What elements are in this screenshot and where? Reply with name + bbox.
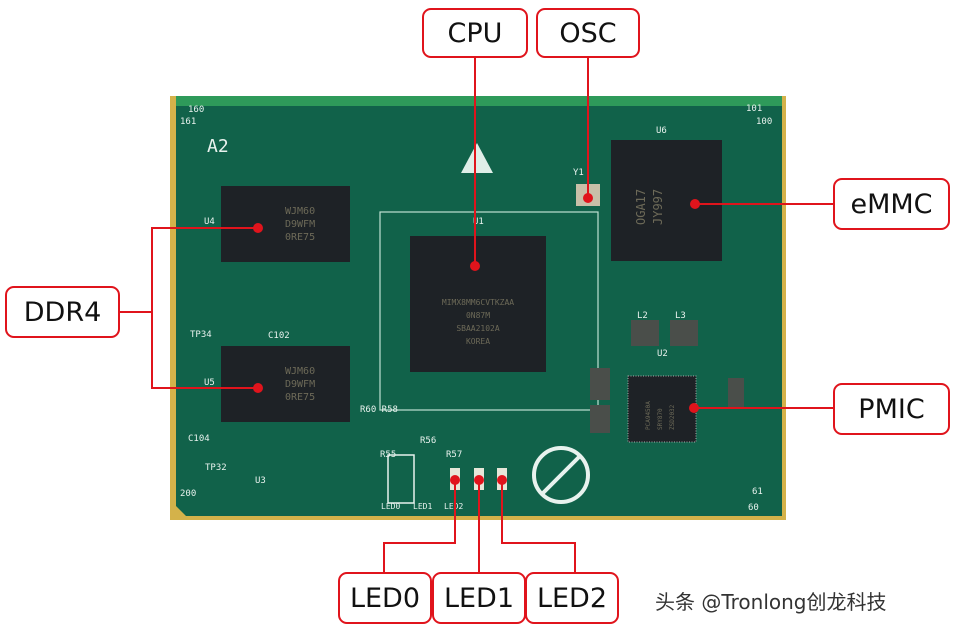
svg-text:200: 200 <box>180 489 196 499</box>
svg-text:0RE75: 0RE75 <box>285 392 315 403</box>
esd-symbol <box>461 143 493 173</box>
led2-label: LED2 <box>525 572 619 624</box>
svg-text:U1: U1 <box>473 217 484 227</box>
svg-text:R60 R58: R60 R58 <box>360 405 398 415</box>
emmc-label: eMMC <box>833 178 950 230</box>
svg-text:A2: A2 <box>207 136 229 157</box>
svg-text:101: 101 <box>746 104 762 114</box>
svg-text:LED2: LED2 <box>444 502 463 511</box>
callout-dots <box>253 193 700 485</box>
svg-text:0RE75: 0RE75 <box>285 232 315 243</box>
emmc-chip: OGA17 JY997 <box>611 140 722 261</box>
svg-text:U4: U4 <box>204 217 215 227</box>
led1-label: LED1 <box>432 572 526 624</box>
watermark: 头条 @Tronlong创龙科技 <box>655 590 887 614</box>
svg-text:OGA17: OGA17 <box>634 189 648 225</box>
svg-text:R57: R57 <box>446 450 462 460</box>
svg-text:R56: R56 <box>420 436 436 446</box>
svg-text:JY997: JY997 <box>651 189 665 225</box>
lead-free-symbol <box>532 446 590 504</box>
ddr4-chip-u5: WJM60 D9WFM 0RE75 <box>221 346 350 422</box>
cpu-chip: MIMX8MM6CVTKZAA 0N87M SBAA2102A KOREA <box>410 236 546 372</box>
svg-text:U3: U3 <box>255 476 266 486</box>
silkscreen-text: 160 161 101 100 200 60 61 A2 U1 U4 U5 U6… <box>180 104 772 513</box>
svg-text:D9WFM: D9WFM <box>285 379 315 390</box>
svg-text:PCA9450A: PCA9450A <box>645 401 652 430</box>
svg-text:C104: C104 <box>188 434 210 444</box>
svg-text:WJM60: WJM60 <box>285 206 315 217</box>
svg-text:60: 60 <box>748 503 759 513</box>
osc-label: OSC <box>536 8 640 58</box>
pmic-label: PMIC <box>833 383 950 435</box>
svg-text:ZSD2032: ZSD2032 <box>669 404 676 430</box>
weee-symbol <box>387 454 415 504</box>
inductors <box>590 320 744 433</box>
svg-text:100: 100 <box>756 117 772 127</box>
ddr4-label: DDR4 <box>5 286 120 338</box>
ddr4-chip-u4: WJM60 D9WFM 0RE75 <box>221 186 350 262</box>
svg-text:U6: U6 <box>656 126 667 136</box>
svg-text:L3: L3 <box>675 311 686 321</box>
svg-text:161: 161 <box>180 117 196 127</box>
svg-text:LED1: LED1 <box>413 502 432 511</box>
svg-text:61: 61 <box>752 487 763 497</box>
svg-text:0N87M: 0N87M <box>466 311 490 320</box>
svg-text:160: 160 <box>188 105 204 115</box>
svg-text:MIMX8MM6CVTKZAA: MIMX8MM6CVTKZAA <box>442 298 514 307</box>
svg-text:U5: U5 <box>204 378 215 388</box>
svg-text:TP32: TP32 <box>205 463 227 473</box>
svg-text:TP34: TP34 <box>190 330 212 340</box>
callout-lines <box>120 58 833 572</box>
svg-text:C102: C102 <box>268 331 290 341</box>
pmic-chip: PCA9450A SRY870 ZSD2032 <box>627 375 697 443</box>
cpu-label: CPU <box>422 8 528 58</box>
svg-text:L2: L2 <box>637 311 648 321</box>
svg-text:D9WFM: D9WFM <box>285 219 315 230</box>
svg-text:Y1: Y1 <box>573 168 584 178</box>
svg-text:WJM60: WJM60 <box>285 366 315 377</box>
svg-text:SRY870: SRY870 <box>657 408 664 430</box>
led0-label: LED0 <box>338 572 432 624</box>
svg-text:KOREA: KOREA <box>466 337 490 346</box>
svg-text:SBAA2102A: SBAA2102A <box>456 324 500 333</box>
svg-text:U2: U2 <box>657 349 668 359</box>
svg-text:LED0: LED0 <box>381 502 400 511</box>
